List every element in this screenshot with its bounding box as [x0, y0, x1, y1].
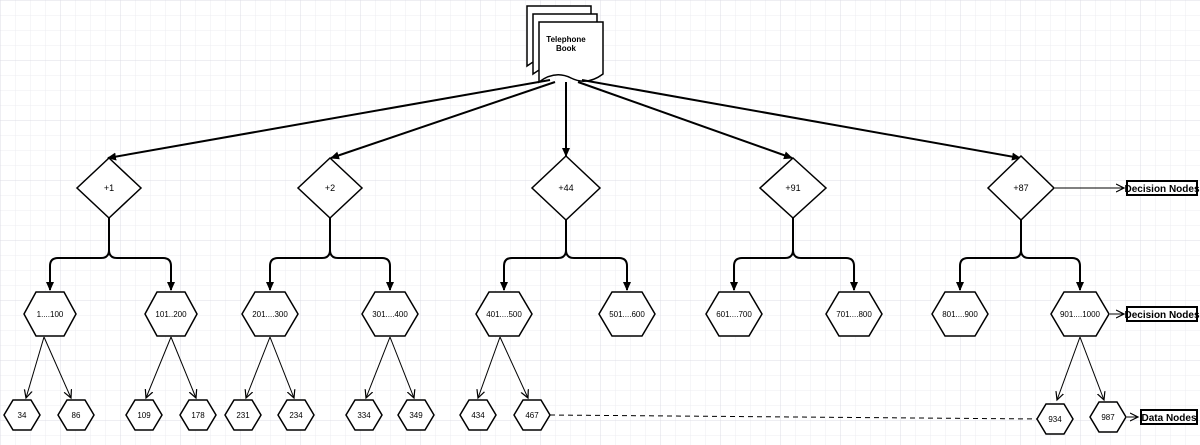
data-label: 934	[1048, 415, 1062, 424]
data-label: 178	[191, 411, 205, 420]
telephone-book-label-line2: Book	[556, 44, 577, 53]
decision-label: +2	[325, 183, 335, 193]
data-label: 467	[525, 411, 539, 420]
data-node: 34	[3, 399, 41, 431]
legend-decision-nodes-top: Decision Nodes	[1055, 180, 1200, 196]
range-label: 701....800	[836, 310, 872, 319]
range-label: 1....100	[37, 310, 64, 319]
data-label: 231	[236, 411, 250, 420]
dashed-link	[549, 414, 1041, 420]
data-node: 987	[1089, 401, 1127, 433]
range-node: 601....700	[705, 291, 763, 337]
range-label: 201....300	[252, 310, 288, 319]
leaf-edges	[26, 336, 1104, 400]
range-node: 101..200	[144, 291, 198, 337]
data-label: 987	[1101, 413, 1115, 422]
legend-label: Decision Nodes	[1124, 184, 1199, 195]
data-node: 934	[1036, 403, 1074, 435]
range-label: 501....600	[609, 310, 645, 319]
data-label: 109	[137, 411, 151, 420]
range-node: 801....900	[931, 291, 989, 337]
data-label: 349	[409, 411, 423, 420]
legend-decision-nodes-mid: Decision Nodes	[1110, 306, 1200, 322]
range-node: 1....100	[23, 291, 77, 337]
data-label: 434	[471, 411, 485, 420]
data-node: 86	[57, 399, 95, 431]
data-node: 231	[224, 399, 262, 431]
range-node: 501....600	[598, 291, 656, 337]
range-node: 301....400	[361, 291, 419, 337]
range-label: 901....1000	[1060, 310, 1101, 319]
range-node: 401....500	[475, 291, 533, 337]
data-node: 109	[125, 399, 163, 431]
telephone-book-label-line1: Telephone	[546, 35, 586, 44]
range-label: 101..200	[155, 310, 187, 319]
data-label: 334	[357, 411, 371, 420]
decision-edges	[46, 218, 1084, 291]
range-label: 401....500	[486, 310, 522, 319]
legend-data-nodes: Data Nodes	[1127, 409, 1198, 425]
range-label: 601....700	[716, 310, 752, 319]
data-node: 467	[513, 399, 551, 431]
range-node: 901....1000	[1050, 291, 1110, 337]
data-node: 334	[345, 399, 383, 431]
range-node: 201....300	[241, 291, 299, 337]
data-label: 34	[18, 411, 27, 420]
decision-label: +87	[1013, 183, 1028, 193]
data-label: 234	[289, 411, 303, 420]
data-node: 178	[179, 399, 217, 431]
range-label: 301....400	[372, 310, 408, 319]
data-node: 434	[459, 399, 497, 431]
decision-label: +44	[558, 183, 573, 193]
root-edges	[107, 79, 1021, 161]
legend-label: Decision Nodes	[1124, 310, 1199, 321]
data-node: 234	[277, 399, 315, 431]
data-node: 349	[397, 399, 435, 431]
range-node: 701....800	[825, 291, 883, 337]
data-label: 86	[72, 411, 81, 420]
decision-label: +91	[785, 183, 800, 193]
legend-label: Data Nodes	[1141, 413, 1196, 424]
decision-label: +1	[104, 183, 114, 193]
range-label: 801....900	[942, 310, 978, 319]
telephone-book-node: Telephone Book	[526, 5, 604, 84]
